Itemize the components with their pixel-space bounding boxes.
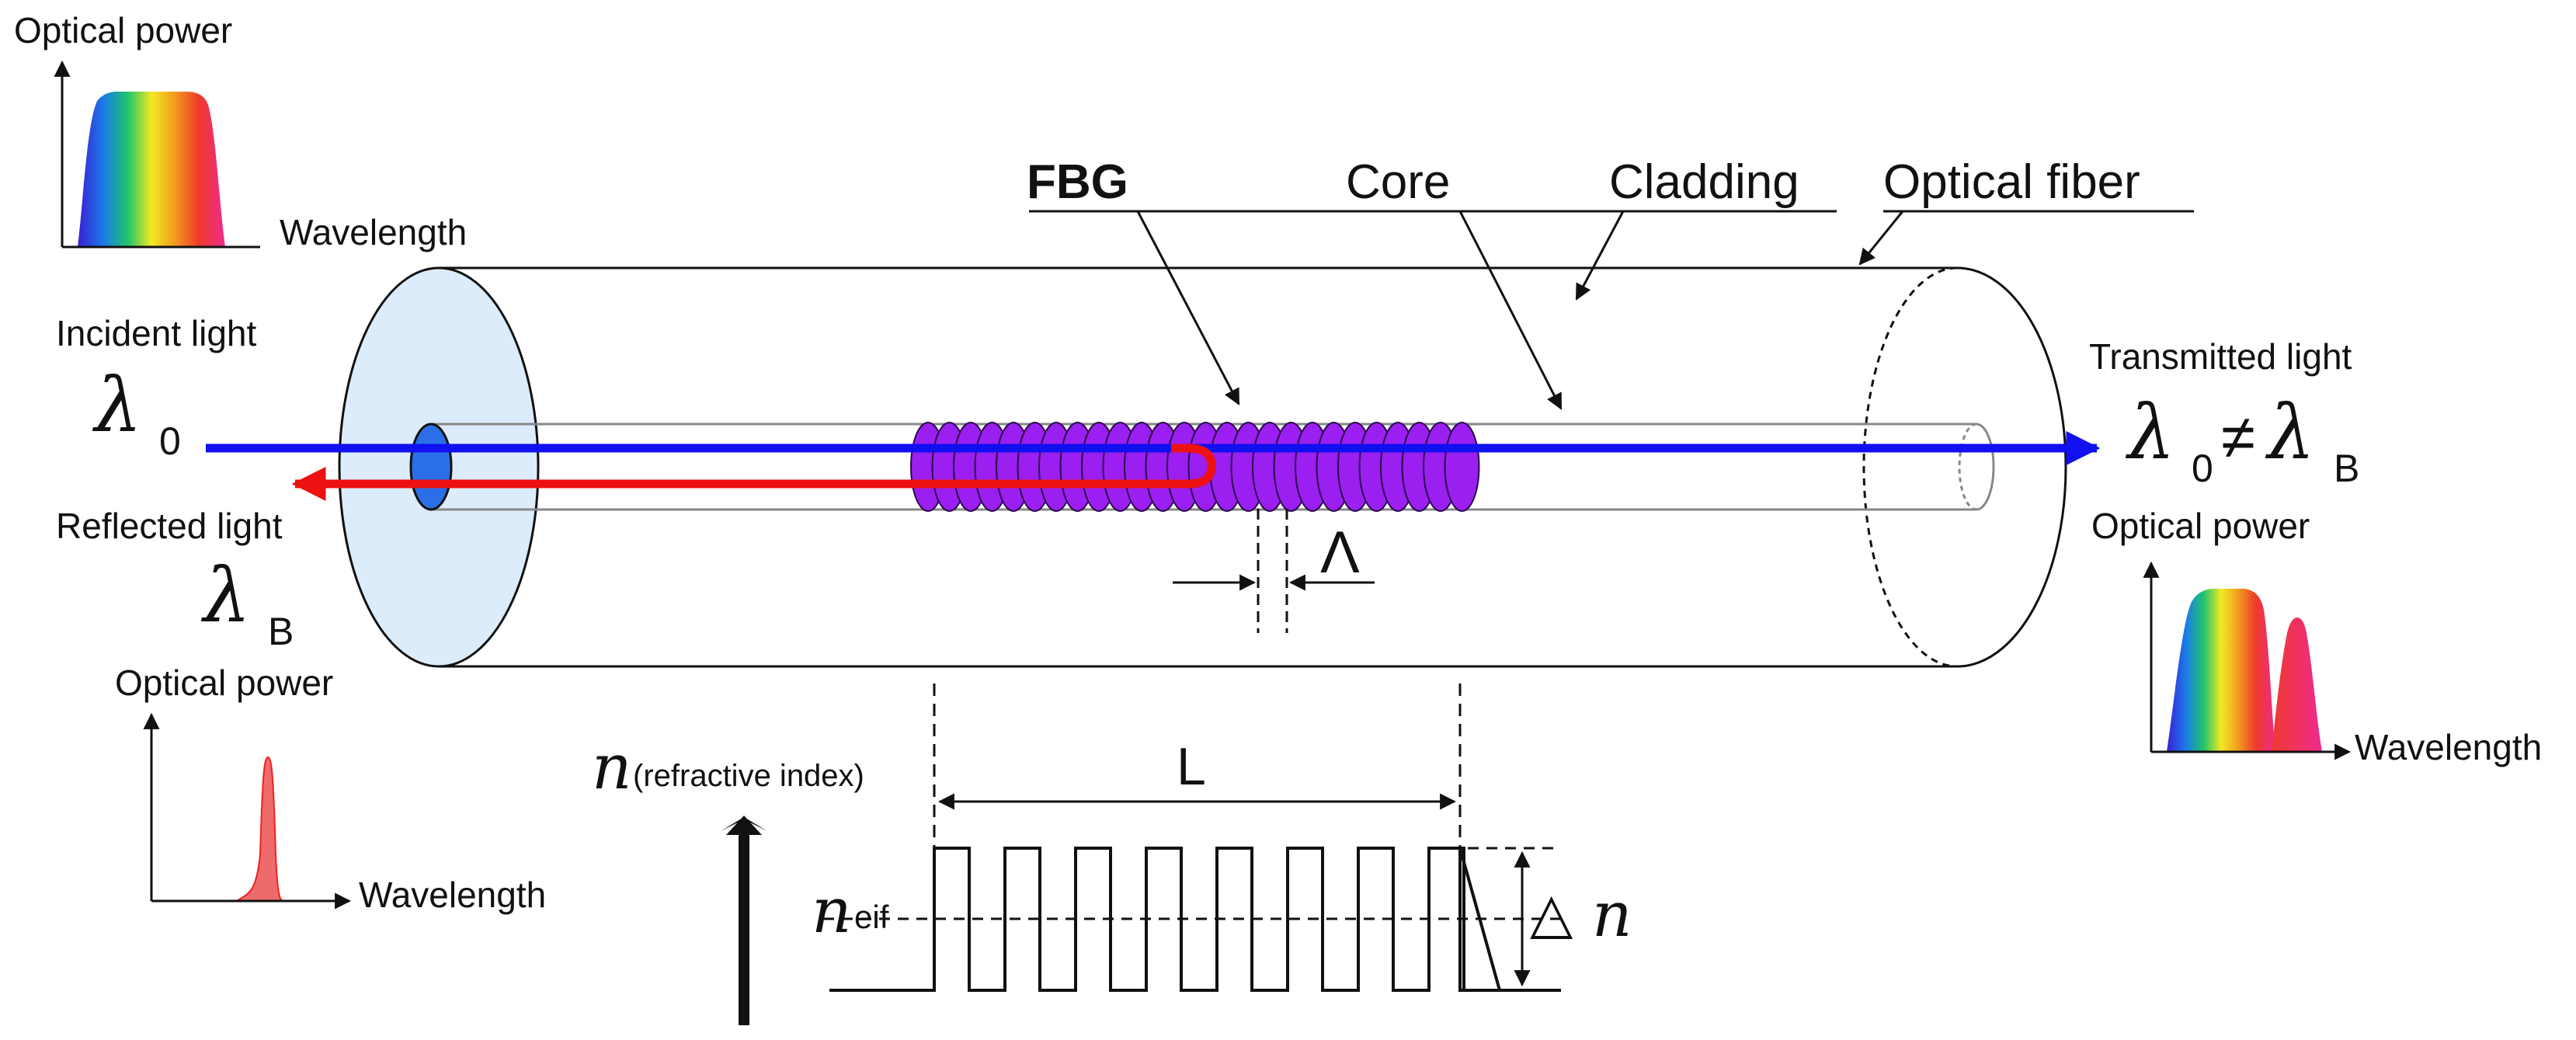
reflected-spectrum-plot: Optical power Wavelength (115, 663, 546, 915)
transmitted-lambda-subscript-b: B (2334, 447, 2359, 490)
delta-n-symbol: n (1592, 878, 1632, 951)
grating-ring (1444, 422, 1480, 512)
transmitted-light-label: Transmitted light (2089, 336, 2352, 377)
refractive-index-profile: L △ n n eif n (refractive index) (592, 683, 1632, 1025)
fbg-label: FBG (1027, 155, 1128, 209)
reflected-optical-power-label: Optical power (115, 663, 333, 703)
reflected-lambda: λ B (200, 552, 294, 653)
reflected-light-ray (291, 443, 1216, 501)
transmitted-spectrum-plot: Optical power Wavelength (2091, 506, 2542, 767)
transmitted-lambda-symbol: λ (2125, 389, 2175, 476)
delta-symbol: △ (1530, 882, 1573, 944)
not-equal-sign: ≠ (2221, 402, 2255, 471)
index-square-wave (829, 847, 1561, 992)
incident-spectrum-plot: Optical power Wavelength (14, 10, 467, 252)
core-label: Core (1346, 155, 1450, 209)
transmitted-main-band (2167, 589, 2275, 752)
fbg-grating (910, 422, 1480, 512)
rainbow-spectrum-icon (78, 92, 225, 247)
transmitted-wavelength-label: Wavelength (2355, 727, 2542, 767)
label-leaders (1029, 210, 2194, 410)
reflected-wavelength-label: Wavelength (359, 875, 546, 915)
incident-light-label: Incident light (56, 313, 256, 353)
refractive-index-label: (refractive index) (633, 759, 864, 793)
transmitted-lambda-b-symbol: λ (2265, 389, 2315, 476)
reflected-light-label: Reflected light (56, 506, 283, 546)
optical-fiber-label: Optical fiber (1883, 155, 2140, 209)
transmitted-lambda-subscript-0: 0 (2192, 447, 2213, 490)
n-axis-symbol: n (592, 731, 632, 803)
grating-length-label: L (1177, 737, 1206, 796)
incident-lambda-subscript: 0 (159, 419, 181, 463)
core-end-face (409, 423, 453, 511)
transmitted-optical-power-label: Optical power (2091, 506, 2310, 546)
reflected-peak (234, 756, 284, 902)
transmitted-side-band (2272, 617, 2322, 752)
reflected-lambda-subscript: B (268, 610, 294, 653)
n-eif-subscript: eif (854, 899, 889, 935)
incident-lambda-symbol: λ (92, 362, 142, 449)
grating-period-label: Λ (1320, 520, 1360, 586)
incident-wavelength-label: Wavelength (280, 212, 467, 252)
incident-optical-power-label: Optical power (14, 10, 232, 50)
incident-lambda: λ 0 (92, 362, 181, 463)
grating-period: Λ (1173, 509, 1375, 633)
transmitted-lambda: λ 0 ≠ λ B (2125, 389, 2359, 490)
cladding-label: Cladding (1609, 155, 1799, 209)
reflected-lambda-symbol: λ (200, 552, 251, 639)
n-eif-symbol: n (812, 875, 852, 947)
